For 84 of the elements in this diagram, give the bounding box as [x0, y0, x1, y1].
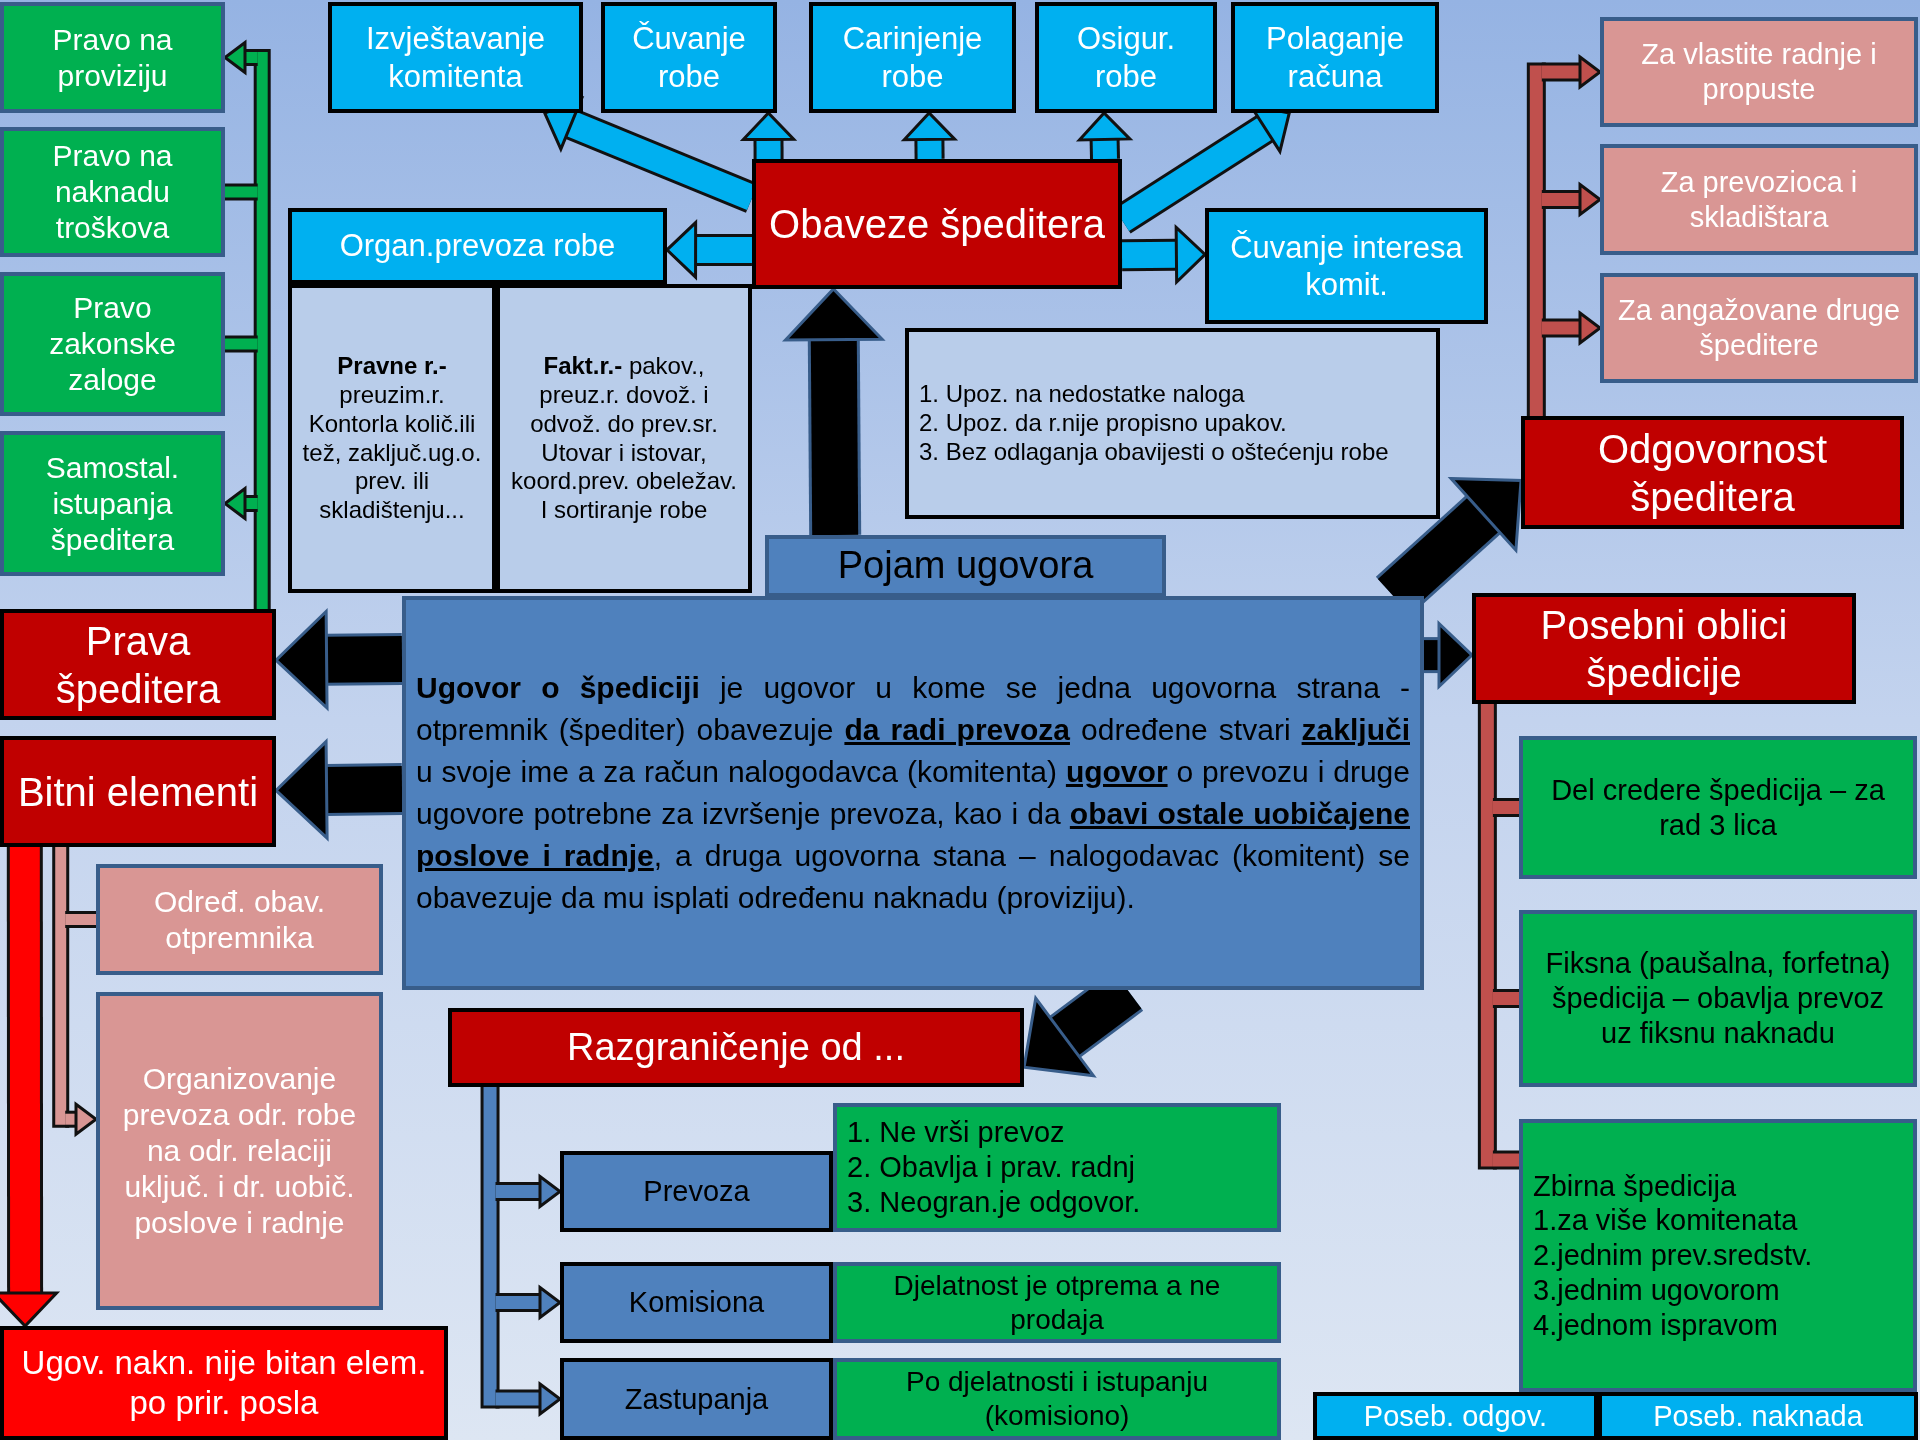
item-box: [0, 431, 225, 576]
task-box: [1205, 208, 1488, 324]
item-box: [833, 1103, 1281, 1232]
box-label: Odgovornost špeditera: [1597, 425, 1828, 521]
box-label: Polaganje računa: [1265, 20, 1405, 95]
category-box: [560, 1358, 833, 1440]
box-label: 3. Bez odlaganja obavijesti o oštećenju robe: [919, 437, 1390, 467]
box-label: Pravo na proviziju: [51, 21, 174, 94]
task-box: [601, 2, 777, 113]
box-label: 3. Neogran.je odgovor.: [847, 1184, 1142, 1220]
category-box: [560, 1151, 833, 1232]
category-box: [560, 1262, 833, 1343]
task-box: [1598, 1392, 1918, 1440]
item-box: [1600, 273, 1918, 383]
item-box: [1519, 1119, 1917, 1392]
box-label: 1. Ne vrši prevoz: [847, 1115, 1066, 1151]
box-label: 2. Obavlja i prav. radnj: [847, 1150, 1136, 1185]
box-label: Za vlastite radnje i propuste: [1640, 37, 1878, 107]
item-box: [0, 2, 225, 113]
box-label: Poseb. naknada: [1653, 1398, 1863, 1434]
task-box: [1313, 1392, 1598, 1440]
box-label: Prava špeditera: [54, 617, 222, 713]
heading-box: [752, 159, 1122, 289]
box-label: Izvještavanje komitenta: [364, 20, 547, 95]
box-label: Obaveze špeditera: [769, 201, 1105, 248]
note-box: [0, 1326, 448, 1440]
box-label: Fiksna (paušalna, forfetna) špedicija – obavlja prevoz uz fiksnu naknadu: [1544, 946, 1892, 1051]
item-box: [1519, 910, 1917, 1087]
box-label: Zbirna špedicija: [1533, 1168, 1738, 1204]
box-label: Fakt.r.- pakov., preuz.r. dovož. i odvož. do prev.sr. Utovar i istovar, koord.prev. obeležav. I sortiranje robe: [510, 352, 738, 525]
box-label: Samostal. istupanja špeditera: [44, 449, 181, 558]
box-label: Organ.prevoza robe: [339, 227, 616, 265]
box-label: 2.jednim prev.sredstv.: [1533, 1238, 1814, 1273]
heading-box: [1472, 593, 1856, 704]
item-box: [833, 1262, 1281, 1343]
box-label: Komisiona: [628, 1285, 765, 1320]
box-label: Čuvanje robe: [631, 20, 747, 95]
item-box: [96, 992, 383, 1310]
box-label: Pravne r.- preuzim.r. Kontorla količ.ili tež, zaključ.ug.o. prev. ili skladištenju...: [302, 352, 482, 525]
box-label: Čuvanje interesa komit.: [1229, 228, 1464, 304]
header-box: [765, 535, 1166, 597]
box-label: 4.jednom ispravom: [1533, 1307, 1779, 1343]
box-label: Po djelatnosti i istupanju (komisiono): [905, 1365, 1209, 1433]
item-box: [1519, 736, 1917, 879]
heading-box: [1521, 416, 1904, 529]
task-box: [288, 208, 667, 284]
box-label: Pojam ugovora: [837, 543, 1094, 589]
box-label: Pravo na naknadu troškova: [51, 138, 174, 246]
box-label: 2. Upoz. da r.nije propisno upakov.: [919, 409, 1288, 438]
item-box: [0, 272, 225, 416]
note-box: [905, 328, 1440, 519]
box-label: Ugovor o špediciji je ugovor u kome se jedna ugovorna strana - otpremnik (špediter) obavezuje da radi prevoza određene stvari zaključi u svoje ime a za račun nalogodavca (komitenta) ugovor o prevozu i druge ugovore potrebne za izvršenje prevoza, kao i da obavi ostale uobičajene poslove i radnje, a druga ugovorna stana – nalogodavac (komitent) se obavezuje da mu isplati određenu naknadu (proviziju).: [416, 670, 1410, 916]
box-label: Zastupanja: [624, 1381, 769, 1417]
box-label: 1.za više komitenata: [1533, 1203, 1799, 1239]
task-box: [1231, 2, 1439, 113]
box-label: Carinjenje robe: [841, 20, 984, 95]
item-box: [0, 127, 225, 257]
task-box: [809, 2, 1016, 113]
box-label: Djelatnost je otprema a ne prodaja: [892, 1268, 1222, 1337]
heading-box: [0, 609, 276, 720]
box-label: Ugov. nakn. nije bitan elem. po prir. posla: [20, 1343, 428, 1423]
box-label: Prevoza: [643, 1174, 750, 1209]
box-label: Za angažovane druge špeditere: [1616, 293, 1902, 363]
box-label: Poseb. odgov.: [1363, 1398, 1548, 1434]
box-label: Posebni oblici špedicije: [1539, 601, 1789, 697]
box-label: Organizovanje prevoza odr. robe na odr. relaciji uključ. i dr. uobič. poslove i radnje: [121, 1061, 358, 1241]
item-box: [1600, 144, 1918, 255]
task-box: [328, 2, 583, 113]
task-box: [1035, 2, 1217, 113]
box-label: Osigur. robe: [1075, 20, 1177, 95]
heading-box: [448, 1008, 1024, 1087]
box-label: Razgraničenje od ...: [567, 1024, 905, 1070]
box-label: Del credere špedicija – za rad 3 lica: [1550, 772, 1886, 843]
box-label: 1. Upoz. na nedostatke naloga: [919, 380, 1246, 410]
box-label: 3.jednim ugovorom: [1533, 1272, 1781, 1308]
box-label: Za prevozioca i skladištara: [1659, 164, 1859, 235]
item-box: [96, 864, 383, 975]
item-box: [833, 1358, 1281, 1440]
item-box: [1600, 17, 1918, 127]
box-label: Određ. obav. otpremnika: [152, 883, 327, 956]
definition-box: [402, 596, 1424, 990]
heading-box: [0, 736, 276, 847]
box-label: Pravo zakonske zaloge: [48, 290, 177, 398]
box-label: Bitni elementi: [17, 768, 259, 816]
